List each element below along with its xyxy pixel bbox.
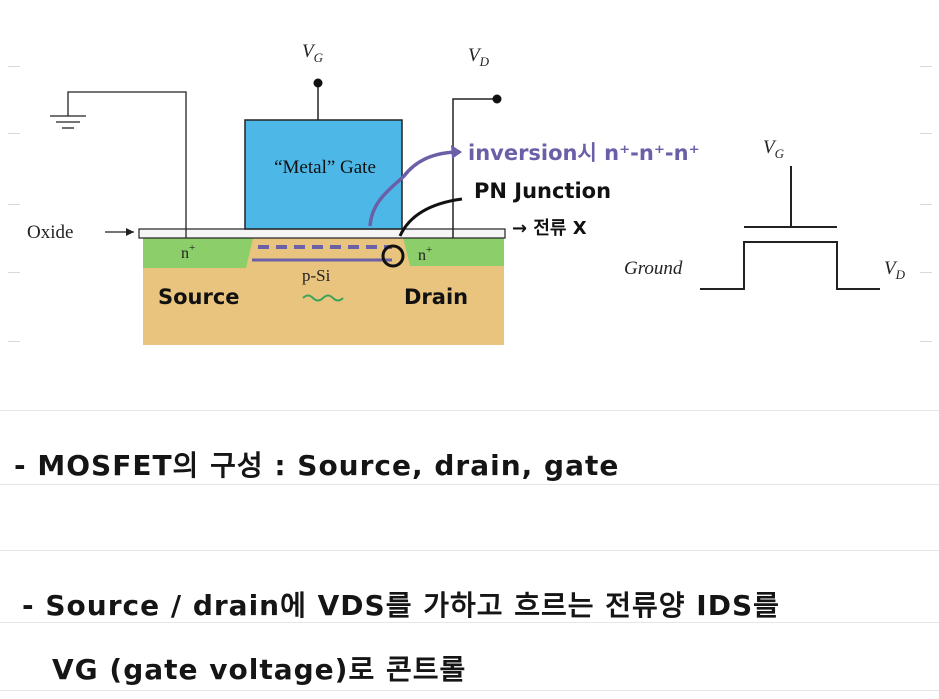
margin-tick (920, 272, 932, 273)
ruled-line (0, 410, 939, 411)
n-plus-source-region (143, 238, 253, 268)
margin-tick (920, 204, 932, 205)
inversion-arrow (368, 150, 461, 227)
margin-tick (920, 133, 932, 134)
oxide-label: Oxide (27, 222, 73, 243)
inversion-annotation: inversion시 n⁺-n⁺-n⁺ (468, 141, 700, 165)
vd-label: VD (468, 45, 490, 69)
symbol-vd-label: VD (884, 258, 906, 282)
mosfet-symbol (700, 166, 880, 290)
no-current-annotation: → 전류 X (512, 218, 587, 239)
oxide-arrow-head (126, 228, 134, 236)
note-line-1: - MOSFET의 구성 : Source, drain, gate (14, 449, 620, 482)
ruled-line (0, 622, 939, 623)
margin-tick (920, 341, 932, 342)
margin-tick (8, 66, 20, 67)
margin-tick (8, 204, 20, 205)
pn-junction-circle (381, 244, 405, 268)
margin-tick (920, 66, 932, 67)
symbol-vg-label: VG (763, 137, 785, 161)
metal-gate (244, 119, 403, 230)
vd-wire (452, 98, 494, 238)
ruled-line (0, 550, 939, 551)
margin-tick (8, 341, 20, 342)
ground-icon (50, 115, 86, 129)
n-plus-right-label: n+ (418, 244, 432, 264)
note-line-3: VG (gate voltage)로 콘트롤 (52, 653, 467, 686)
oxide-layer (138, 228, 506, 239)
pn-junction-annotation: PN Junction (474, 179, 611, 203)
n-plus-left-label: n+ (181, 242, 195, 262)
n-plus-drain-region (403, 238, 504, 266)
source-label: Source (158, 285, 240, 309)
vd-terminal-dot (492, 94, 502, 104)
gate-label: “Metal” Gate (274, 157, 376, 178)
vg-label: VG (302, 41, 324, 65)
vg-terminal-dot (313, 78, 323, 88)
green-squiggle (302, 294, 344, 302)
source-wire (67, 91, 187, 238)
margin-tick (8, 133, 20, 134)
margin-tick (8, 272, 20, 273)
symbol-ground-label: Ground (624, 258, 683, 279)
ruled-line (0, 484, 939, 485)
note-line-2: - Source / drain에 VDS를 가하고 흐르는 전류양 IDS를 (22, 589, 780, 622)
ruled-line (0, 690, 939, 691)
inversion-arrow-head (451, 145, 462, 159)
pn-junction-arrow (398, 197, 463, 237)
drain-label: Drain (404, 285, 468, 309)
p-si-label: p-Si (302, 266, 331, 285)
